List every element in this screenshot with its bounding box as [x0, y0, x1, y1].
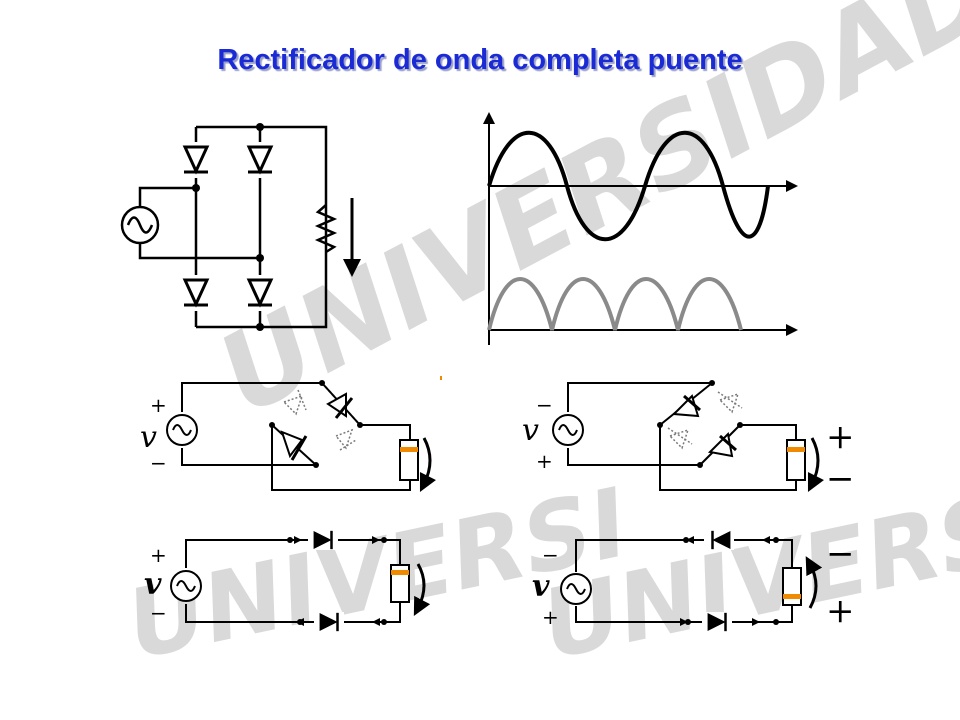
- panel-d-load-minus: −: [826, 534, 855, 574]
- panel-d-plus: +: [542, 605, 559, 629]
- panel-d-minus: −: [542, 543, 559, 567]
- panel-a-load: [399, 437, 437, 493]
- panel-b-plus: +: [536, 449, 553, 473]
- panel-a-minus: −: [150, 451, 167, 475]
- panel-c-top-diode-icon: [308, 529, 338, 551]
- panel-d-load: [782, 556, 823, 609]
- panel-c-bottom-diode-icon: [314, 611, 344, 633]
- panel-d-top-diode-icon: [704, 529, 734, 551]
- panel-c-plus: +: [150, 543, 167, 567]
- panel-c-minus: −: [150, 601, 167, 625]
- panel-b-source-icon: [552, 414, 584, 446]
- panel-d-v: v: [532, 569, 550, 604]
- panel-a-source-icon: [166, 414, 198, 446]
- panel-d-load-plus: +: [826, 591, 855, 631]
- load-resistor: [314, 204, 338, 254]
- panel-b-v: v: [522, 413, 539, 448]
- panel-d-nodes: [683, 537, 779, 625]
- panel-b-load-minus: −: [826, 459, 855, 499]
- panel-b-active-diodes: [659, 382, 741, 466]
- panel-b-load-plus: +: [826, 417, 855, 457]
- panel-negative-bridge: [567, 382, 797, 491]
- panel-d-source-icon: [560, 573, 592, 605]
- panel-c-load: [390, 563, 431, 616]
- panel-b-load: [786, 437, 825, 493]
- orange-mark: [440, 376, 442, 380]
- panel-a-plus: +: [150, 393, 167, 417]
- panel-b-inactive-diodes: [667, 391, 743, 450]
- panel-a-v: v: [140, 420, 157, 455]
- rectified-waveform: [487, 277, 798, 336]
- panel-a-active-diodes: [271, 382, 361, 466]
- bridge-diodes: [182, 142, 274, 311]
- panel-c-nodes: [287, 537, 387, 625]
- panel-b-nodes: [657, 380, 743, 468]
- panel-c-source-icon: [170, 570, 202, 602]
- panel-a-nodes: [269, 380, 363, 468]
- panel-a-inactive-diodes: [282, 389, 357, 451]
- panel-positive-bridge: [181, 382, 411, 491]
- panel-d-bottom-diode-icon: [702, 611, 732, 633]
- panel-d-flow-arrows: [680, 536, 770, 626]
- panel-c-v: v: [144, 567, 162, 602]
- ac-source-icon: [120, 205, 160, 245]
- panel-b-minus: −: [536, 393, 553, 417]
- page-title: Rectificador de onda completa puente: [217, 44, 743, 76]
- input-waveform: [483, 112, 798, 345]
